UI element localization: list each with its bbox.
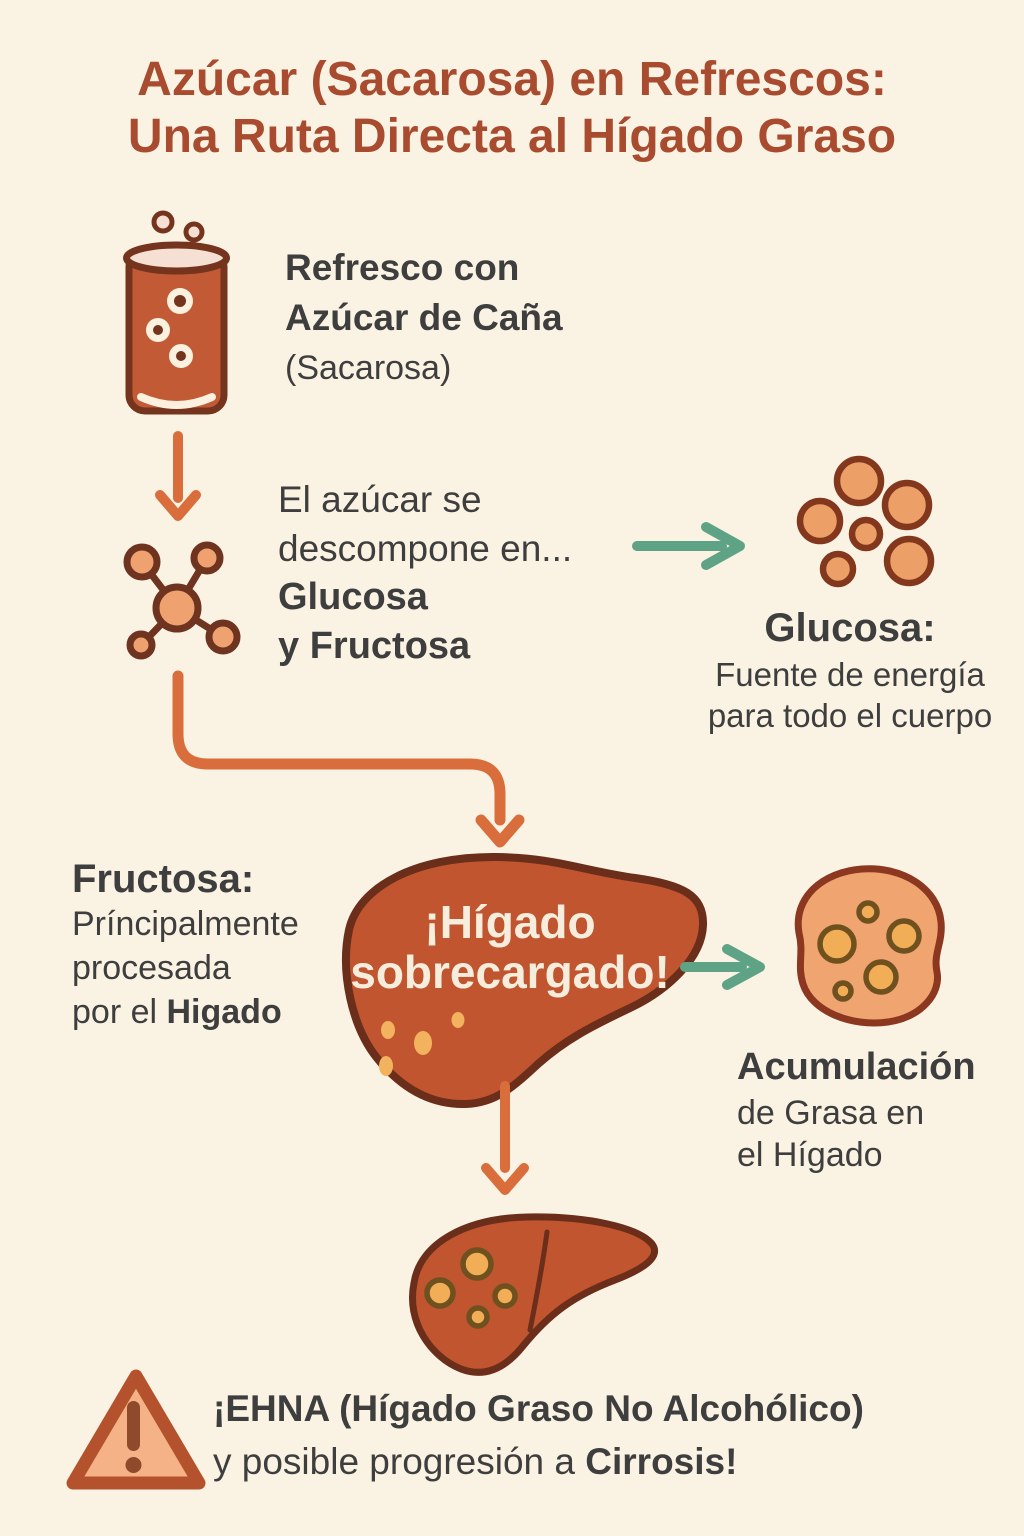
breakdown-label: El azúcar se descompone en... Glucosa y … <box>278 475 572 671</box>
can-lid <box>123 241 230 275</box>
breakdown-line-3: Glucosa <box>278 576 428 618</box>
warning-triangle-icon <box>66 1369 206 1490</box>
fructose-line-1: Príncipalmente <box>72 905 299 943</box>
breakdown-line-4: y Fructosa <box>278 625 471 667</box>
molecule-to-glucose-right-arrow-icon <box>632 522 745 570</box>
glucose-heading: Glucosa: <box>764 606 936 650</box>
bubble-icon <box>146 288 193 368</box>
molecule-to-liver-elbow-arrow-icon <box>172 670 525 848</box>
soda-line-2: Azúcar de Caña <box>285 297 563 338</box>
title-line-2: Una Ruta Directa al Hígado Graso <box>127 110 897 163</box>
warning-line-2: y posible progresión a Cirrosis! <box>213 1441 738 1482</box>
overloaded-liver-label: ¡Hígado sobrecargado! <box>335 897 685 997</box>
title-line-1: Azúcar (Sacarosa) en Refrescos: <box>137 53 887 106</box>
fructose-line-2: procesada <box>72 949 231 987</box>
bubble-icon <box>183 221 205 243</box>
fructose-line-3: por el Higado <box>72 993 282 1031</box>
fat-accumulation-label: Acumulación de Grasa en el Hígado <box>737 1042 976 1176</box>
fat-droplets <box>379 1012 465 1076</box>
fat-globules <box>817 900 922 1002</box>
overloaded-liver-icon <box>342 852 708 1109</box>
sucrose-molecule-icon <box>123 541 241 660</box>
warning-line-1: ¡EHNA (Hígado Graso No Alcohólico) <box>213 1388 864 1429</box>
warning-label: ¡EHNA (Hígado Graso No Alcohólico) y pos… <box>213 1382 864 1488</box>
fat-globules <box>424 1247 518 1329</box>
can-bottom-rim <box>137 393 216 409</box>
liver-to-fattyliver-down-arrow-icon <box>481 1081 529 1195</box>
breakdown-line-1: El azúcar se <box>278 479 482 520</box>
fat-line-1: de Grasa en <box>737 1094 925 1132</box>
can-body <box>125 247 228 415</box>
glucose-line-1: Fuente de energía <box>715 656 985 693</box>
glucose-line-2: para todo el cuerpo <box>707 697 993 734</box>
liver-line-2: sobrecargado! <box>350 946 670 998</box>
fat-cell-icon <box>794 865 945 1027</box>
soda-line-3: (Sacarosa) <box>285 349 452 387</box>
breakdown-line-2: descompone en... <box>278 528 573 569</box>
fat-heading: Acumulación <box>737 1046 976 1088</box>
liver-to-fatcell-right-arrow-icon <box>680 944 765 990</box>
can-to-molecule-down-arrow-icon <box>155 431 201 521</box>
soda-line-1: Refresco con <box>285 247 520 288</box>
liver-lobe-crease <box>527 1229 550 1333</box>
fructose-label: Fructosa: Príncipalmente procesada por e… <box>72 856 299 1034</box>
soda-can-icon <box>123 210 230 415</box>
fructose-heading: Fructosa: <box>72 857 255 901</box>
glucose-cluster-icon <box>796 455 935 588</box>
fat-line-2: el Hígado <box>737 1136 883 1174</box>
glucose-label: Glucosa: Fuente de energía para todo el … <box>650 602 1024 736</box>
page-title: Azúcar (Sacarosa) en Refrescos: Una Ruta… <box>0 51 1024 165</box>
bubble-icon <box>151 210 175 234</box>
soda-label: Refresco con Azúcar de Caña (Sacarosa) <box>285 243 563 393</box>
fatty-liver-icon <box>409 1213 659 1376</box>
liver-line-1: ¡Hígado <box>424 896 596 948</box>
